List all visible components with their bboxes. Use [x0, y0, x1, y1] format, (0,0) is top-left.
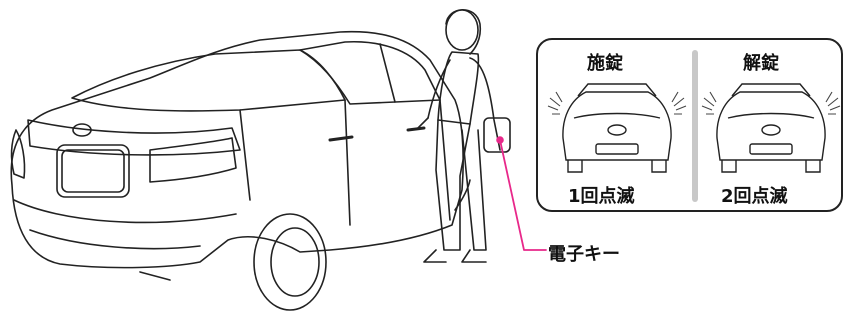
car-front-unlock: [702, 84, 840, 172]
car-door-handle-rear: [330, 137, 352, 140]
lock-signal-panel: 施錠 解錠: [536, 38, 843, 212]
car-trunk: [28, 120, 240, 155]
lock-blink-count: 1回点滅: [568, 182, 635, 208]
car-bumper: [14, 200, 236, 222]
car-exhaust: [140, 272, 170, 280]
hazard-flash-right: [672, 92, 686, 114]
car-door-pillar: [380, 44, 395, 102]
car-rear-door-line: [240, 110, 250, 200]
woman-hand: [418, 118, 428, 128]
car-bumper-lower: [30, 230, 200, 249]
car-front-lock: [548, 84, 686, 172]
car-door-edge: [440, 100, 450, 220]
electronic-key-label: 電子キー: [548, 240, 620, 266]
woman-figure: [424, 10, 510, 262]
car-rear-window: [72, 50, 345, 111]
hazard-flash-left: [548, 92, 562, 114]
car-license-plate: [62, 150, 124, 192]
car-door-line: [345, 100, 350, 225]
car-taillight-right: [150, 138, 236, 182]
unlock-blink-count: 2回点滅: [721, 182, 788, 208]
car-door-handle-front: [408, 128, 424, 130]
key-icon: [497, 137, 503, 143]
car-rear-rim: [271, 228, 319, 296]
